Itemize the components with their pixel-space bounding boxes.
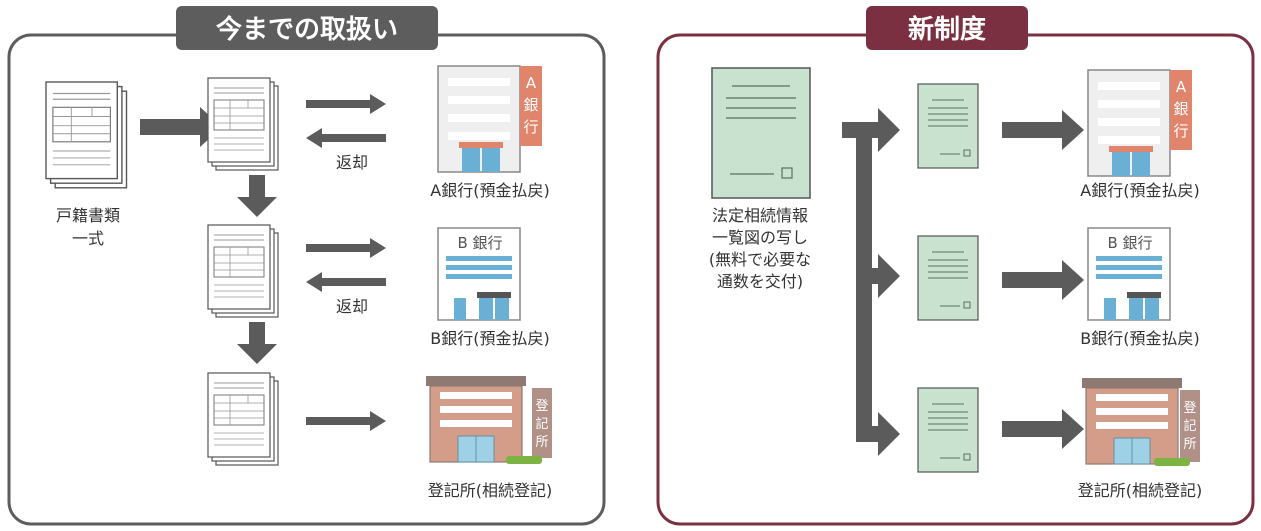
new-source-label-line1: 法定相続情報 <box>712 206 808 225</box>
bank-a-sign-char2: 行 <box>523 118 538 136</box>
certificate-icon <box>917 235 979 321</box>
arrow-icon <box>306 94 386 114</box>
registry-sign-char1-new: 登 <box>1183 401 1196 416</box>
registry-sign-char3: 所 <box>535 435 548 450</box>
bank-a-sign-char2-new: 行 <box>1173 122 1188 140</box>
new-system-panel: 新制度 法定相続情報 一覧図の写し (無料で必要な 通数を交付) <box>656 6 1255 526</box>
old-source-label-line2: 一式 <box>72 229 104 248</box>
document-stack-icon <box>207 224 279 318</box>
bank-a-building-icon <box>1087 69 1192 177</box>
bank-b-building-icon <box>1087 227 1171 321</box>
new-source-label-line2: 一覧図の写し <box>712 228 808 247</box>
arrow-icon <box>1002 110 1084 150</box>
registry-building-icon <box>1082 378 1200 466</box>
new-dest-b-caption: B銀行(預金払戻) <box>1080 329 1199 348</box>
new-system-title: 新制度 <box>908 14 986 45</box>
bank-b-sign-new: B 銀行 <box>1107 234 1152 252</box>
new-source-label-line4: 通数を交付) <box>717 272 803 291</box>
bank-a-building-icon <box>437 65 542 173</box>
bank-a-sign-letter-new: A <box>1176 78 1187 96</box>
arrow-icon <box>1002 260 1084 300</box>
return-label-2: 返却 <box>336 297 368 316</box>
branch-arrow-icon <box>842 108 900 456</box>
arrow-icon <box>237 175 277 217</box>
certificate-icon <box>917 83 979 169</box>
bank-a-sign-char1-new: 銀 <box>1173 100 1188 118</box>
new-dest-a-caption: A銀行(預金払戻) <box>1080 181 1199 200</box>
old-dest-a-caption: A銀行(預金払戻) <box>430 181 549 200</box>
old-dest-registry-caption: 登記所(相続登記) <box>428 481 553 500</box>
document-stack-icon <box>45 81 128 189</box>
arrow-icon <box>1002 409 1084 449</box>
registry-sign-char2-new: 記 <box>1183 418 1196 434</box>
certificate-icon <box>917 387 979 473</box>
document-stack-icon <box>207 77 279 171</box>
new-system-title-box <box>866 6 1028 50</box>
registry-sign-char2: 記 <box>535 416 548 432</box>
document-stack-icon <box>207 372 279 466</box>
arrow-icon <box>306 128 386 148</box>
registry-sign-char3-new: 所 <box>1183 437 1196 452</box>
new-source-label-line3: (無料で必要な <box>709 250 811 269</box>
return-label-1: 返却 <box>336 153 368 172</box>
old-source-label-line1: 戸籍書類 <box>56 206 120 225</box>
old-system-title-box <box>176 6 438 50</box>
bank-b-sign: B 銀行 <box>457 234 502 252</box>
arrow-icon <box>237 322 277 364</box>
bank-b-building-icon <box>437 227 521 321</box>
arrow-icon <box>306 411 386 431</box>
bank-a-sign-letter: A <box>526 74 537 92</box>
old-system-title: 今までの取扱い <box>216 14 398 45</box>
certificate-icon <box>711 67 811 199</box>
old-system-panel: 今までの取扱い 戸籍書類 一式 返却 返却 <box>7 6 606 526</box>
registry-building-icon <box>426 376 552 464</box>
new-dest-registry-caption: 登記所(相続登記) <box>1078 481 1203 500</box>
registry-sign-char1: 登 <box>535 399 548 414</box>
arrow-icon <box>306 272 386 292</box>
old-dest-b-caption: B銀行(預金払戻) <box>430 329 549 348</box>
bank-a-sign-char1: 銀 <box>523 96 538 114</box>
arrow-icon <box>306 238 386 258</box>
